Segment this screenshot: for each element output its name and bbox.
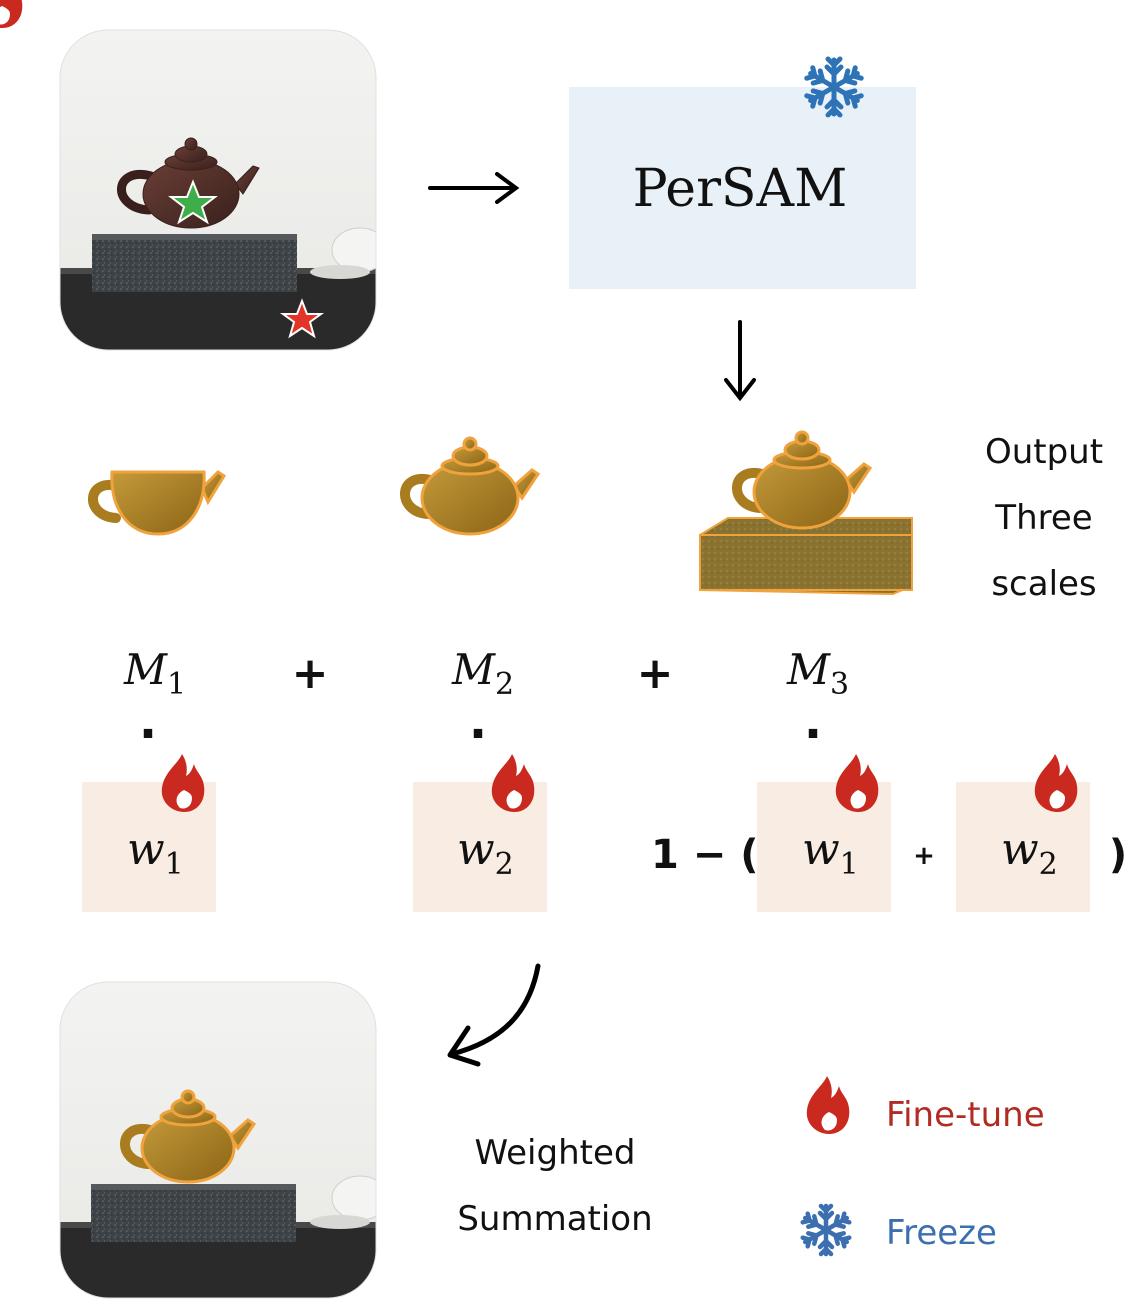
legend-finetune-label: Fine-tune bbox=[886, 1095, 1045, 1135]
arrow-down-icon bbox=[724, 320, 756, 402]
mask-3-image bbox=[699, 430, 913, 596]
flame-icon bbox=[491, 754, 535, 812]
weight-symbol-2: w2 bbox=[457, 824, 514, 882]
input-image bbox=[60, 30, 376, 350]
weight-symbol-1: w1 bbox=[127, 824, 184, 882]
mask-symbol-2: M2 bbox=[451, 645, 514, 702]
flame-icon bbox=[161, 754, 205, 812]
persam-label: PerSAM bbox=[633, 159, 848, 219]
weight-symbol-4: w2 bbox=[1001, 824, 1058, 882]
plus-operator-1: + bbox=[292, 648, 329, 699]
legend-flame-icon bbox=[806, 1076, 850, 1134]
weighted-summation-line-2: Summation bbox=[457, 1199, 652, 1239]
input-image-frame bbox=[59, 29, 377, 351]
flame-icon bbox=[1034, 754, 1078, 812]
output-image-frame bbox=[59, 981, 377, 1299]
inner-plus-operator: + bbox=[913, 841, 935, 871]
snowflake-icon bbox=[806, 56, 861, 115]
mask-symbol-3: M3 bbox=[786, 645, 849, 702]
weighted-summation-line-1: Weighted bbox=[475, 1133, 636, 1173]
plus-operator-2: + bbox=[637, 648, 674, 699]
output-image bbox=[60, 982, 376, 1298]
mask-1-image bbox=[88, 470, 227, 536]
curved-arrow-icon bbox=[447, 963, 541, 1067]
negative-point-star-icon bbox=[279, 298, 325, 339]
mask-symbol-1: M1 bbox=[123, 645, 186, 702]
flame-icon bbox=[835, 754, 879, 812]
output-label-line-1: Output bbox=[985, 432, 1103, 472]
weight-symbol-3: w1 bbox=[802, 824, 859, 882]
legend-snowflake-icon bbox=[802, 1203, 850, 1254]
output-label-line-3: scales bbox=[991, 564, 1096, 604]
legend-freeze-label: Freeze bbox=[886, 1213, 997, 1253]
persam-box bbox=[569, 87, 916, 289]
dot-operator-1: · bbox=[139, 706, 157, 762]
positive-point-star-icon bbox=[168, 179, 218, 225]
output-label-line-2: Three bbox=[994, 498, 1092, 538]
dot-operator-3: · bbox=[804, 706, 822, 762]
one-minus-operator: 1 − ( bbox=[651, 832, 758, 878]
dot-operator-2: · bbox=[469, 706, 487, 762]
close-paren-operator: ) bbox=[1109, 832, 1127, 878]
mask-2-image bbox=[400, 436, 541, 536]
arrow-right-icon bbox=[428, 172, 520, 204]
